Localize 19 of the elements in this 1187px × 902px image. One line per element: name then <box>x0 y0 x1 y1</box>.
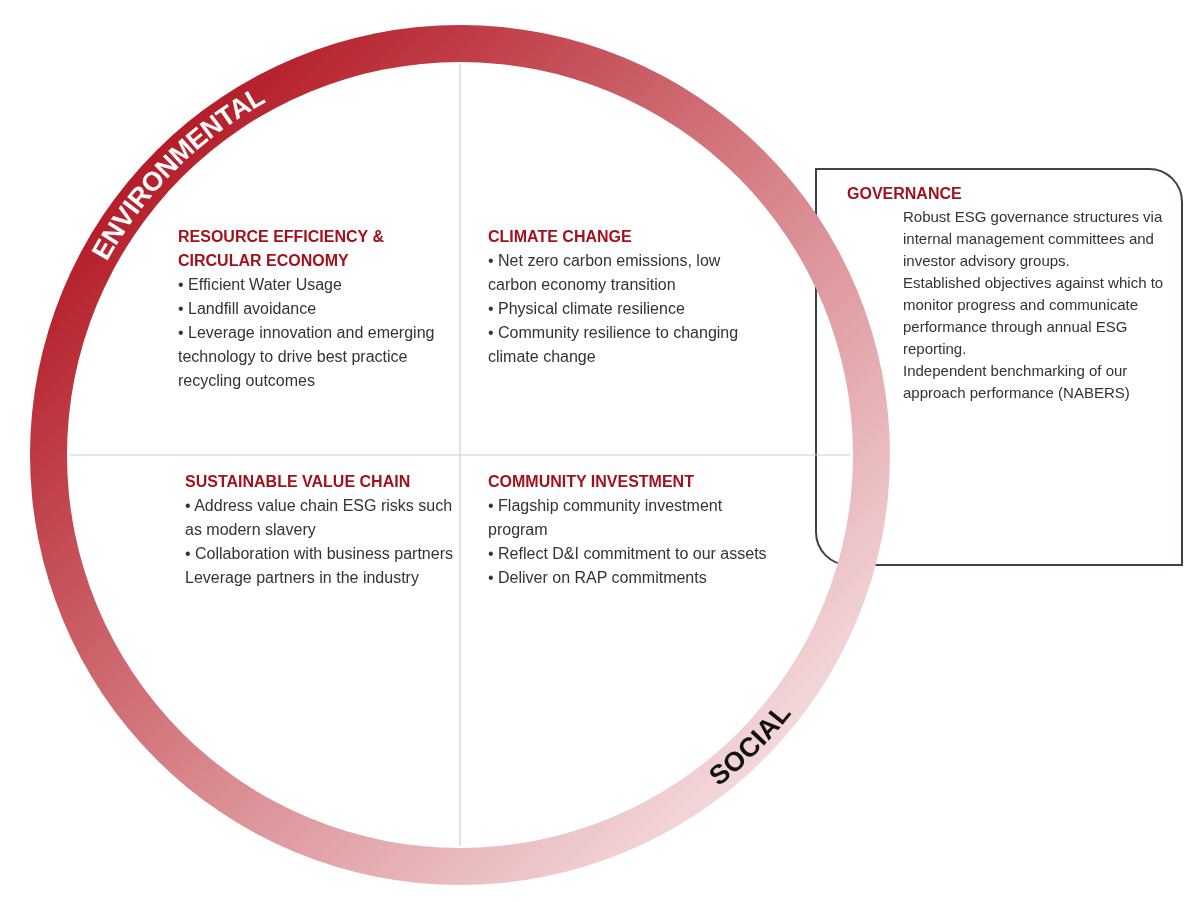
bullet-item: Leverage partners in the industry <box>185 568 420 588</box>
bullet-item: • Physical climate resilience <box>488 299 686 319</box>
paragraph: Independent benchmarking of our approach performance (NABERS) <box>903 361 1131 403</box>
bullet-item: • Landfill avoidance <box>178 299 318 319</box>
section-heading: SUSTAINABLE VALUE CHAIN <box>185 472 412 492</box>
bullet-item: • Community resilience to changing climate change <box>488 323 740 367</box>
section-heading: CLIMATE CHANGE <box>488 227 633 247</box>
bullet-item: • Collaboration with business partners <box>185 544 454 564</box>
bullet-item: • Reflect D&I commitment to our assets <box>488 544 768 564</box>
paragraph: Robust ESG governance structures via internal management committees and investor advisory groups. <box>903 207 1164 271</box>
panel-heading: GOVERNANCE <box>847 184 963 204</box>
bullet-item: • Leverage innovation and emerging technology to drive best practice recycling outcomes <box>178 323 436 391</box>
section-heading: COMMUNITY INVESTMENT <box>488 472 695 492</box>
bullet-item: • Deliver on RAP commitments <box>488 568 708 588</box>
bullet-item: • Efficient Water Usage <box>178 275 343 295</box>
paragraph: Established objectives against which to monitor progress and communicate performance through annual ESG reporting. <box>903 273 1165 359</box>
bullet-item: • Address value chain ESG risks such as modern slavery <box>185 496 454 540</box>
bullet-item: • Net zero carbon emissions, low carbon economy transition <box>488 251 722 295</box>
bullet-item: • Flagship community investment program <box>488 496 724 540</box>
